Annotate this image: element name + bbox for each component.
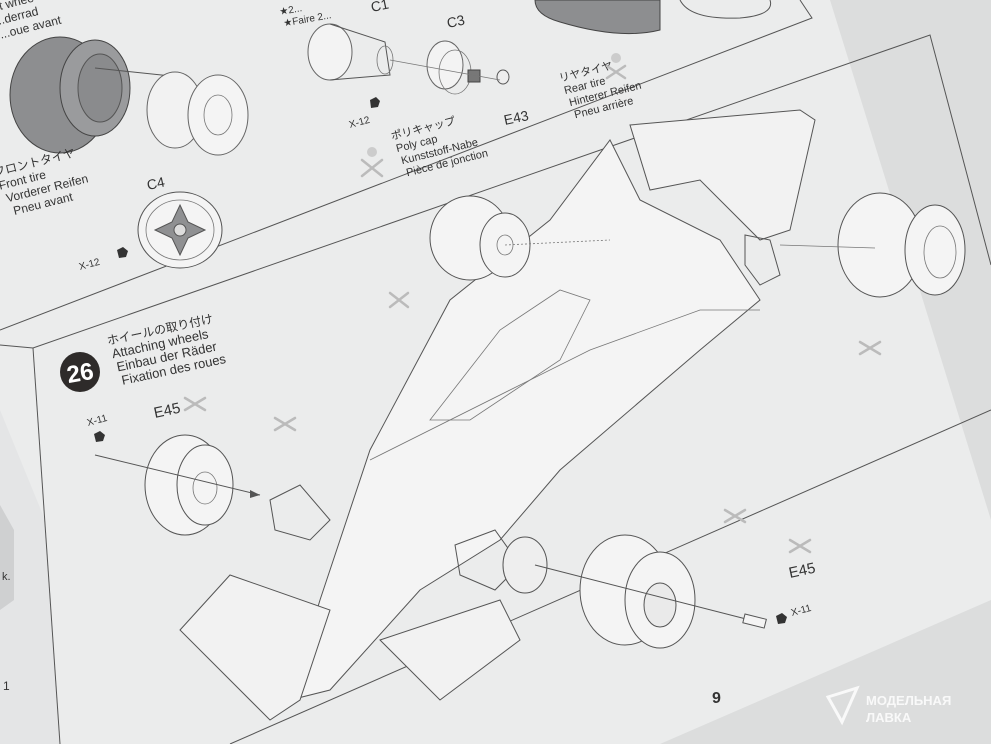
step-number-badge: 26	[60, 352, 100, 392]
c4-wheel-illustration	[137, 191, 223, 269]
screw-icon	[94, 431, 105, 442]
rear-tire-illustration	[534, 0, 772, 35]
hub-parts-illustration	[307, 23, 510, 108]
svg-text:МОДЕЛЬНАЯ: МОДЕЛЬНАЯ	[866, 693, 951, 708]
part-label-e45-left: E45	[152, 400, 182, 422]
screw-icon	[117, 247, 128, 258]
svg-text:26: 26	[65, 358, 96, 389]
part-label-c1: C1	[369, 0, 390, 15]
front-wheel-rim-illustration	[146, 71, 249, 156]
part-label-x11-right: X-11	[790, 603, 813, 619]
left-sheet-fragment: k.	[2, 571, 11, 583]
screw-icon	[776, 613, 787, 624]
part-label-x12: X-12	[78, 257, 102, 273]
rear-tire-grease-icon	[605, 53, 627, 80]
page-number: 9	[712, 690, 721, 707]
sheet-tab	[0, 505, 14, 610]
f1-car-illustration	[179, 109, 816, 721]
part-label-x12-hub: X-12	[348, 115, 372, 131]
svg-text:★2...: ★2...	[279, 3, 303, 18]
part-label-e43: E43	[502, 107, 530, 128]
rear-left-wheel-illustration	[429, 195, 611, 281]
front-left-wheel-illustration	[94, 434, 261, 536]
part-label-c4: C4	[145, 174, 166, 193]
front-right-wheel-illustration	[534, 534, 767, 649]
part-label-e45-right: E45	[787, 560, 817, 582]
underlying-sheet	[0, 410, 60, 744]
svg-text:ЛАВКА: ЛАВКА	[866, 710, 912, 725]
poly-cap-grease-icon	[360, 147, 384, 178]
front-tire-illustration	[9, 36, 191, 154]
grease-icons	[183, 291, 882, 554]
part-label-x11-left: X-11	[86, 413, 109, 429]
left-sheet-fragment: 1	[3, 679, 10, 693]
watermark-logo: МОДЕЛЬНАЯ ЛАВКА	[825, 685, 951, 726]
rear-right-wheel-illustration	[779, 192, 966, 298]
part-label-c3: C3	[445, 12, 466, 31]
